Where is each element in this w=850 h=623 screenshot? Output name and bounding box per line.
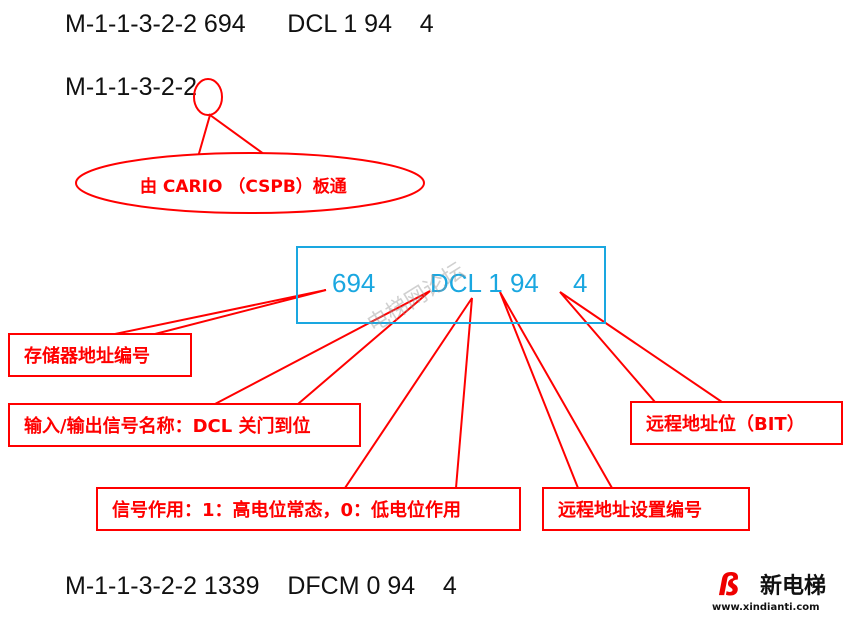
label-signal-name: 输入/输出信号名称：DCL 关门到位	[8, 403, 361, 447]
label-signal-function: 信号作用：1：高电位常态，0：低电位作用	[96, 487, 521, 531]
breakdown-box	[296, 246, 606, 324]
breakdown-bit: 4	[573, 268, 588, 298]
note-ellipse	[75, 152, 425, 214]
pointer-memory	[114, 289, 327, 335]
logo-url: www.xindianti.com	[712, 602, 820, 613]
label-remote-address-setting: 远程地址设置编号	[542, 487, 750, 531]
breakdown-signal: DCL 1 94	[430, 268, 539, 298]
breakdown-address: 694	[332, 268, 376, 298]
logo-heart-icon: ß	[718, 568, 740, 603]
logo-title: 新电梯	[760, 574, 827, 599]
highlight-circle	[193, 78, 223, 116]
label-memory-address: 存储器地址编号	[8, 333, 192, 377]
code-line-bottom: M-1-1-3-2-2 1339 DFCM 0 94 4	[65, 572, 457, 600]
code-line-top: M-1-1-3-2-2 694 DCL 1 94 4	[65, 10, 434, 38]
ellipse-pointer	[196, 113, 272, 158]
ellipse-note-text: 由 CARIO （CSPB）板通	[140, 177, 347, 197]
site-logo: ß 新电梯 www.xindianti.com	[712, 566, 844, 618]
code-line-second: M-1-1-3-2-2	[65, 73, 197, 101]
label-remote-address-bit: 远程地址位（BIT）	[630, 401, 843, 445]
